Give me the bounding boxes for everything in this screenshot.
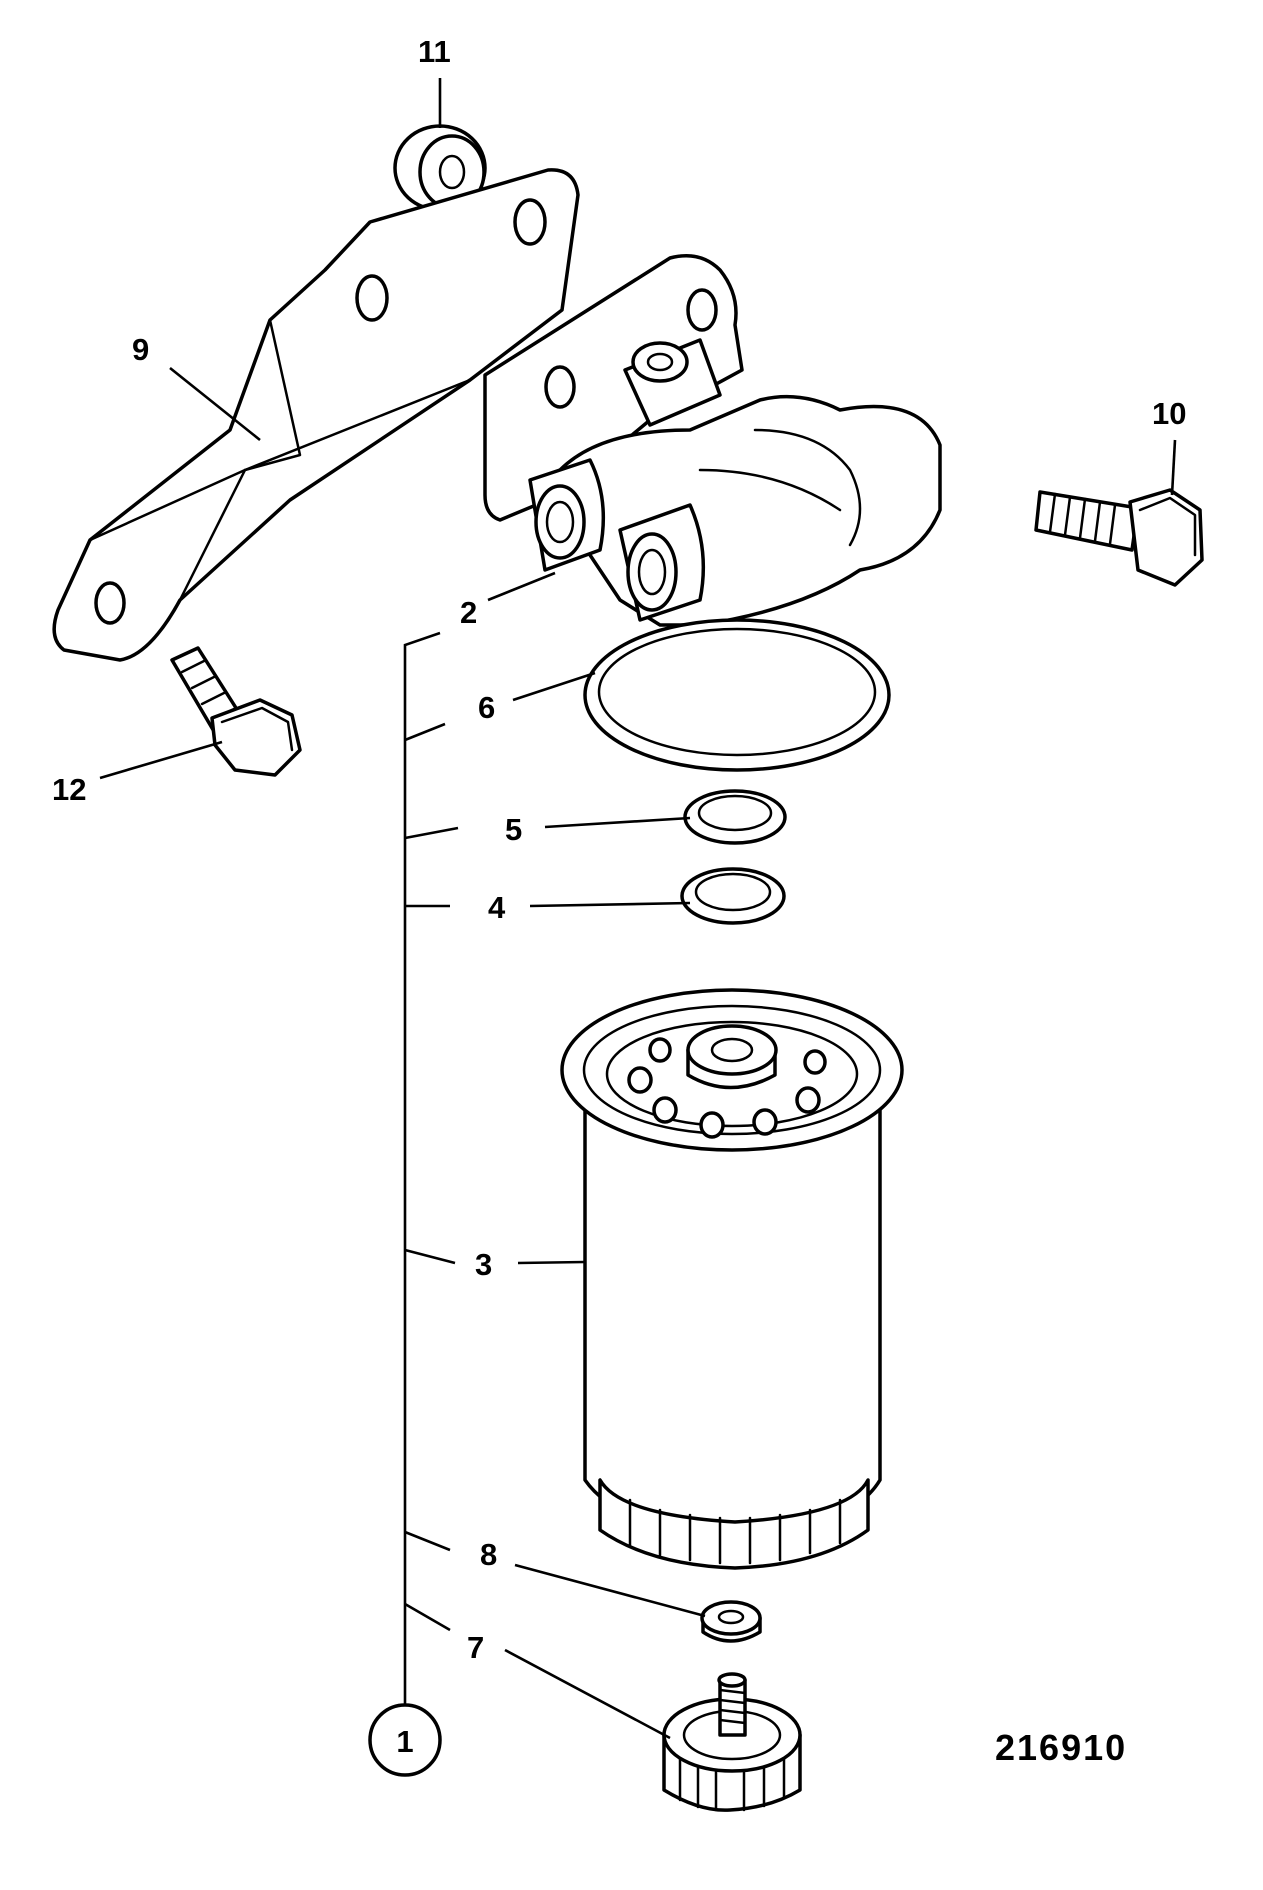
callout-10: 10 [1152, 396, 1186, 431]
callout-4: 4 [488, 890, 506, 925]
part-8-washer [700, 1600, 762, 1643]
part-2-filter-head [483, 254, 942, 627]
callout-11: 11 [418, 34, 451, 69]
part-9-bracket [52, 168, 580, 662]
callout-6: 6 [478, 690, 495, 725]
callout-5: 5 [505, 812, 522, 847]
part-5-seal [683, 789, 787, 845]
callout-2: 2 [460, 595, 477, 630]
assembly-marker-label: 1 [396, 1724, 413, 1759]
part-3-filter-cartridge [560, 988, 904, 1570]
callout-3: 3 [475, 1247, 492, 1282]
part-10-bolt [1034, 488, 1204, 587]
callout-9: 9 [132, 332, 149, 367]
callout-7: 7 [467, 1630, 484, 1665]
callout-12: 12 [52, 772, 86, 807]
part-6-large-o-ring [583, 618, 891, 772]
assembly-marker: 1 [368, 1703, 442, 1777]
part-12-bolt [170, 646, 302, 777]
figure-number: 216910 [995, 1727, 1127, 1768]
leader-lines [99, 78, 1177, 1740]
part-4-seal [680, 867, 786, 925]
part-7-drain-plug [662, 1672, 802, 1812]
callout-8: 8 [480, 1537, 497, 1572]
part-11-grommet [393, 124, 487, 212]
